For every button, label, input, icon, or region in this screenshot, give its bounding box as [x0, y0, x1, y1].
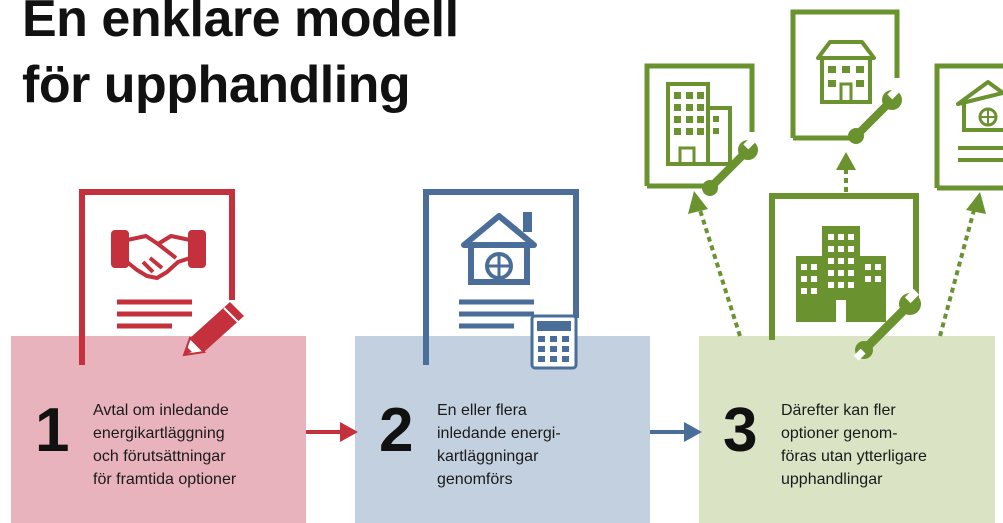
handshake-icon: [111, 230, 206, 280]
step-2-line-2: inledande energi-: [437, 425, 561, 442]
step-1-line-3: och förutsättningar: [93, 448, 226, 465]
step-1-line-2: energikartläggning: [93, 425, 225, 442]
step-3-description: Därefter kan fler optioner genom- föras …: [781, 399, 927, 491]
title-line-2: för upphandling: [22, 56, 411, 114]
step-3-number: 3: [723, 396, 758, 465]
villa-icon: [790, 9, 900, 141]
step-3-line-4: upphandlingar: [781, 471, 883, 488]
step-2-line-4: genomförs: [437, 471, 513, 488]
house-icon: [934, 63, 1003, 191]
document-lines: [459, 299, 534, 329]
dotted-arrows: [698, 170, 976, 337]
step-3-line-3: föras utan ytterligare: [781, 448, 927, 465]
arrow-heads: [688, 152, 986, 214]
arrow-step1-to-step2: [306, 422, 358, 442]
document-icon: [769, 193, 919, 340]
step-1-number: 1: [35, 396, 70, 465]
wrench-icon: [702, 137, 758, 196]
wrench-icon: [848, 87, 902, 144]
step-1-box: 1 Avtal om inledande energikartläggning …: [11, 336, 306, 523]
office-building-icon: [644, 63, 755, 189]
wrench-icon: [853, 288, 921, 361]
title-line-1: En enklare modell: [22, 0, 459, 48]
apartment-building-icon: [796, 226, 886, 322]
step-1-line-4: för framtida optioner: [93, 471, 237, 488]
document-icon: [423, 189, 579, 365]
step-2-line-1: En eller flera: [437, 402, 527, 419]
page-title: En enklare modell för upphandling: [22, 0, 459, 118]
step-2-line-3: kartläggningar: [437, 448, 539, 465]
step-3-box: 3 Därefter kan fler optioner genom- föra…: [699, 336, 995, 523]
step-2-number: 2: [379, 396, 414, 465]
house-icon: [461, 212, 537, 285]
step-2-description: En eller flera inledande energi- kartläg…: [437, 399, 561, 491]
arrow-step2-to-step3: [650, 422, 702, 442]
pencil-icon: [182, 302, 244, 357]
calculator-icon: [530, 314, 578, 370]
step-1-line-1: Avtal om inledande: [93, 402, 229, 419]
step-1-description: Avtal om inledande energikartläggning oc…: [93, 399, 236, 491]
document-icon: [79, 189, 235, 365]
step-3-line-2: optioner genom-: [781, 425, 898, 442]
step-3-line-1: Därefter kan fler: [781, 402, 896, 419]
step-2-box: 2 En eller flera inledande energi- kartl…: [355, 336, 650, 523]
document-lines: [117, 299, 192, 329]
